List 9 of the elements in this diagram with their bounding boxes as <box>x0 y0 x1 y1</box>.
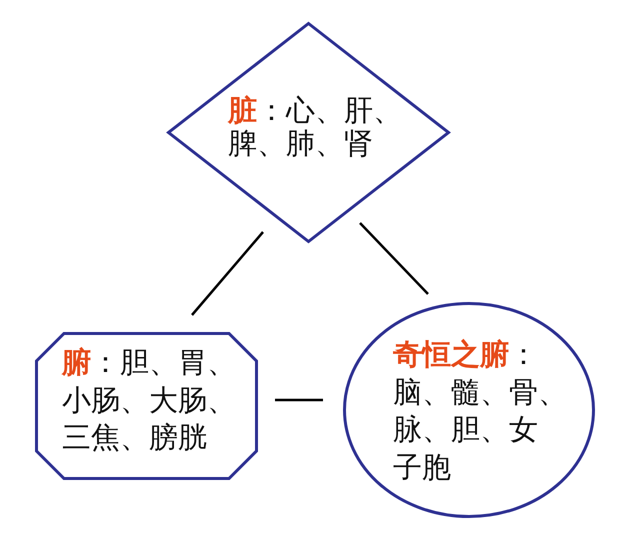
connector-line <box>191 231 264 316</box>
connector-line <box>359 222 429 295</box>
organ-list-text: 腑：胆、胃、小肠、大肠、三焦、膀胱 <box>62 344 237 456</box>
connector-line <box>275 398 323 402</box>
diamond-shape <box>167 22 450 243</box>
ellipse-shape <box>343 302 595 518</box>
cut-corner-box <box>35 332 258 480</box>
organ-list-text: 脏：心、肝、脾、肺、肾 <box>228 94 403 160</box>
organ-list-text: 奇恒之腑：脑、髓、骨、脉、胆、女子胞 <box>393 336 568 486</box>
